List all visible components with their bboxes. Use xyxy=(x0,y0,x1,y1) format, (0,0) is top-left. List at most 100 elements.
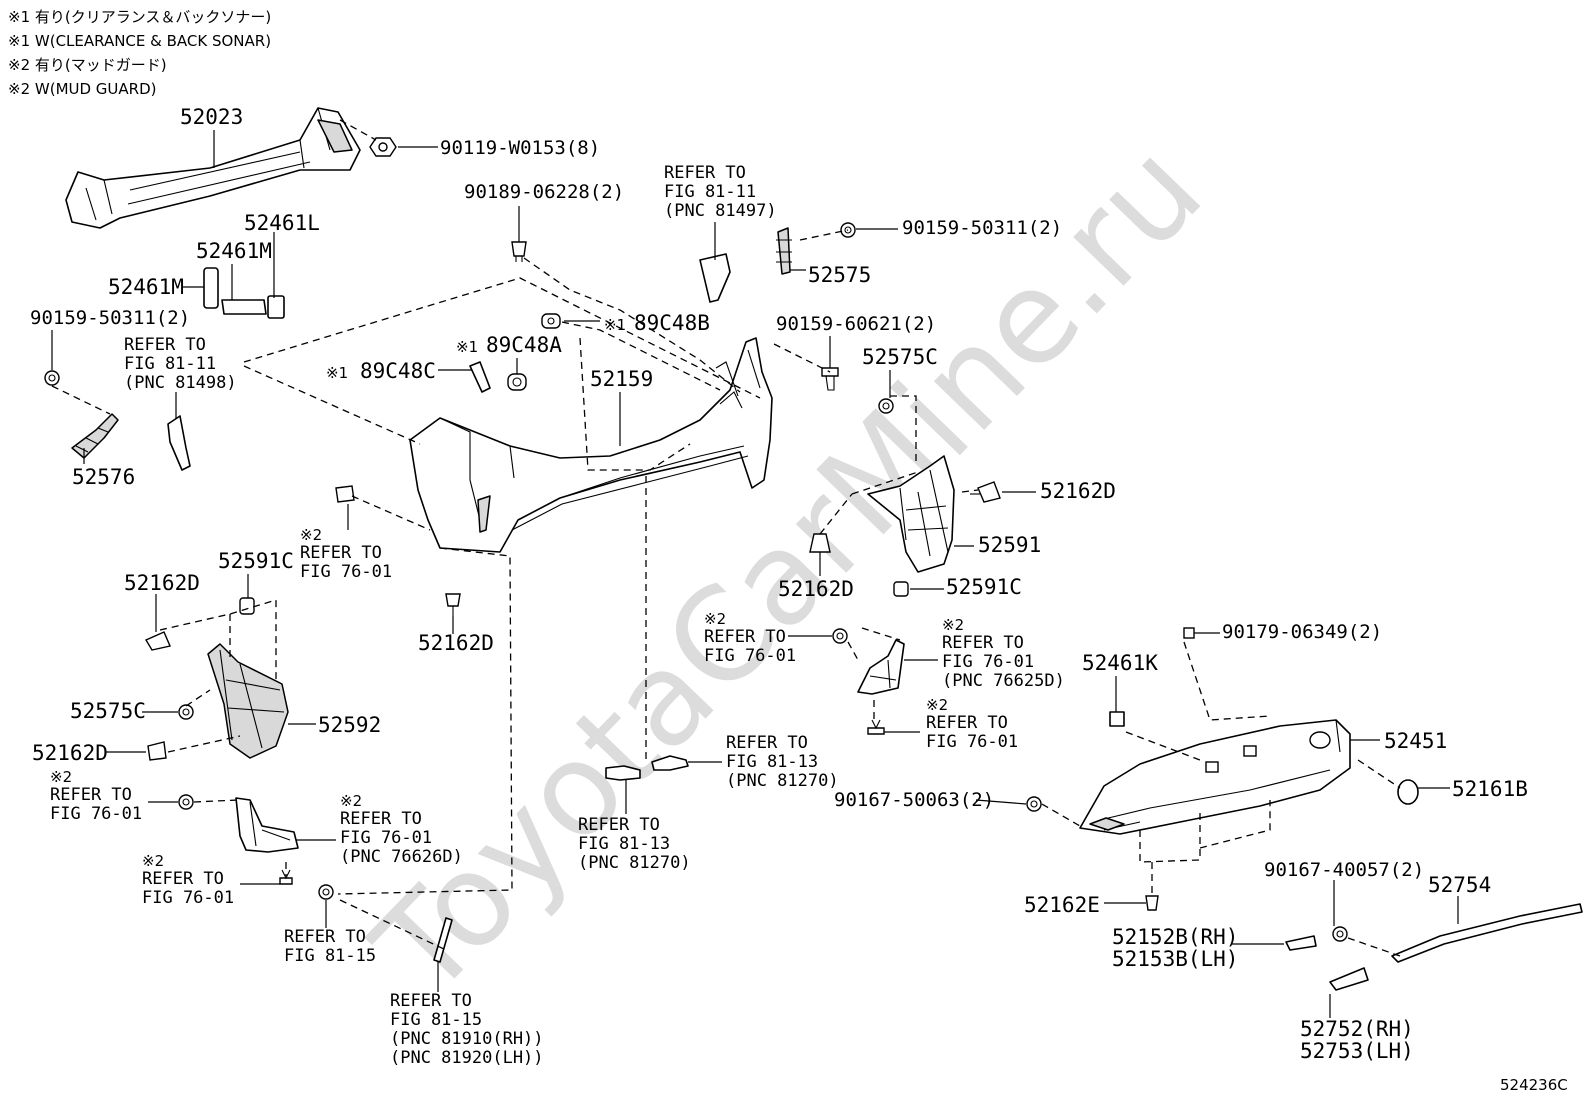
notes-legend: ※1 有り(クリアランス＆バックソナー) ※1 W(CLEARANCE & BA… xyxy=(8,8,271,98)
rear-lower-diffuser xyxy=(1079,719,1351,835)
part-labels: 52023 90119-W0153(8) 52461L 52461M 52461… xyxy=(30,105,1528,1063)
reference-line: (PNC 81498) xyxy=(124,373,237,393)
part-number-label: 52461M xyxy=(196,239,272,263)
part-number-label: 52162D xyxy=(32,741,108,765)
reference-line: FIG 81-13 xyxy=(726,752,818,772)
part-number-label: 52162D xyxy=(124,571,200,595)
note-mark: ※2 xyxy=(142,852,164,870)
reference-line: REFER TO xyxy=(50,785,132,805)
reference-line: REFER TO xyxy=(926,713,1008,733)
part-number-label: 52152B(RH) xyxy=(1112,925,1238,949)
part-number-label: 52162D xyxy=(418,631,494,655)
reference-line: FIG 76-01 xyxy=(704,646,796,666)
reference-note: ※2 REFER TO FIG 76-01 xyxy=(50,768,142,824)
reference-line: (PNC 81270) xyxy=(726,771,839,791)
reference-note: REFER TO FIG 81-15 xyxy=(284,927,376,966)
reference-line: REFER TO xyxy=(284,927,366,947)
note-mark: ※1 xyxy=(456,338,478,356)
part-number-label: 90159-60621(2) xyxy=(776,313,936,335)
rear-bumper-cover xyxy=(409,337,773,553)
retainer-bracket-left xyxy=(71,413,119,459)
reference-note: ※2 REFER TO FIG 76-01 (PNC 76625D) xyxy=(942,616,1065,691)
push-clip-icon xyxy=(809,533,831,553)
sensor-bracket-icon xyxy=(469,361,491,393)
push-clip-icon xyxy=(445,593,461,616)
hole-cover-icon xyxy=(1397,779,1419,805)
note-line: ※1 有り(クリアランス＆バックソナー) xyxy=(8,8,271,26)
part-number-label: 90189-06228(2) xyxy=(464,181,624,203)
clip-icon xyxy=(335,485,355,503)
part-number-label: 52754 xyxy=(1428,873,1491,897)
part-number-label: 52576 xyxy=(72,465,135,489)
note-mark: ※2 xyxy=(942,616,964,634)
reference-note: REFER TO FIG 81-11 (PNC 81498) xyxy=(124,335,237,393)
part-number-label: 52592 xyxy=(318,713,381,737)
reference-note: ※2 REFER TO FIG 76-01 xyxy=(926,696,1018,752)
clip-icon xyxy=(878,398,894,414)
reference-line: REFER TO xyxy=(578,815,660,835)
part-number-label: 90167-40057(2) xyxy=(1264,859,1424,881)
note-line: ※2 W(MUD GUARD) xyxy=(8,80,157,98)
nut-icon xyxy=(893,581,909,597)
dashed-guides xyxy=(51,119,1401,957)
side-retainer-left xyxy=(207,643,289,759)
part-number-label: 52461K xyxy=(1082,651,1158,675)
reference-labels: REFER TO FIG 81-11 (PNC 81497) REFER TO … xyxy=(50,163,1065,1068)
side-retainer-right xyxy=(867,455,955,573)
reference-line: (PNC 81497) xyxy=(664,201,777,221)
part-number-label: 90167-50063(2) xyxy=(834,789,994,811)
reference-line: FIG 76-01 xyxy=(926,732,1018,752)
clip-icon xyxy=(511,241,527,262)
part-number-label: 52023 xyxy=(180,105,243,129)
part-number-label: 52752(RH) xyxy=(1300,1017,1414,1041)
seal-piece-right xyxy=(699,253,731,303)
bolt-icon xyxy=(1026,796,1042,812)
leader-lines xyxy=(51,130,1459,1018)
reference-line: FIG 81-11 xyxy=(124,354,216,374)
note-mark: ※2 xyxy=(50,768,72,786)
reference-note: ※2 REFER TO FIG 76-01 (PNC 76626D) xyxy=(340,792,463,867)
reference-note: ※2 REFER TO FIG 76-01 xyxy=(704,610,796,666)
part-number-label: 52461M xyxy=(108,275,184,299)
part-number-label: 52575C xyxy=(862,345,938,369)
reference-line: REFER TO xyxy=(300,543,382,563)
seal-piece-left xyxy=(167,415,191,471)
part-number-label: 90119-W0153(8) xyxy=(440,137,600,159)
note-mark: ※2 xyxy=(300,526,322,544)
drawing-id: 524236C xyxy=(1500,1076,1568,1094)
screw-icon xyxy=(867,719,885,735)
part-number-label: 52161B xyxy=(1452,777,1528,801)
spacer-pad-icon xyxy=(267,295,285,319)
reference-line: FIG 81-13 xyxy=(578,834,670,854)
spacer-pad-icon xyxy=(221,299,267,315)
push-clip-icon xyxy=(1145,895,1159,911)
reference-note: ※2 REFER TO FIG 76-01 xyxy=(142,852,234,908)
retainer-bracket-right xyxy=(776,227,792,275)
reference-line: REFER TO xyxy=(390,991,472,1011)
note-mark: ※1 xyxy=(604,316,626,334)
note-mark: ※2 xyxy=(926,696,948,714)
reference-line: (PNC 81920(LH)) xyxy=(390,1048,544,1068)
reference-line: FIG 81-15 xyxy=(390,1010,482,1030)
push-clip-icon xyxy=(970,481,1001,503)
part-number-label: 52159 xyxy=(590,367,653,391)
reference-line: FIG 81-11 xyxy=(664,182,756,202)
part-number-label: 52162E xyxy=(1024,893,1100,917)
reference-note: ※2 REFER TO FIG 76-01 xyxy=(300,526,392,582)
reference-line: REFER TO xyxy=(726,733,808,753)
part-number-label: 52162D xyxy=(778,577,854,601)
reference-line: (PNC 81270) xyxy=(578,853,691,873)
reference-line: FIG 81-15 xyxy=(284,946,376,966)
part-number-label: 52591 xyxy=(978,533,1041,557)
spacer-pad-icon xyxy=(203,267,219,309)
note-mark: ※2 xyxy=(340,792,362,810)
push-clip-icon xyxy=(144,631,171,651)
clip-icon xyxy=(178,704,194,720)
part-number-label: 89C48A xyxy=(486,333,562,357)
part-number-label: 52575C xyxy=(70,699,146,723)
reference-line: (PNC 81910(RH)) xyxy=(390,1029,544,1049)
reference-line: REFER TO xyxy=(340,809,422,829)
part-number-label: 52591C xyxy=(946,575,1022,599)
bolt-icon xyxy=(832,628,848,644)
